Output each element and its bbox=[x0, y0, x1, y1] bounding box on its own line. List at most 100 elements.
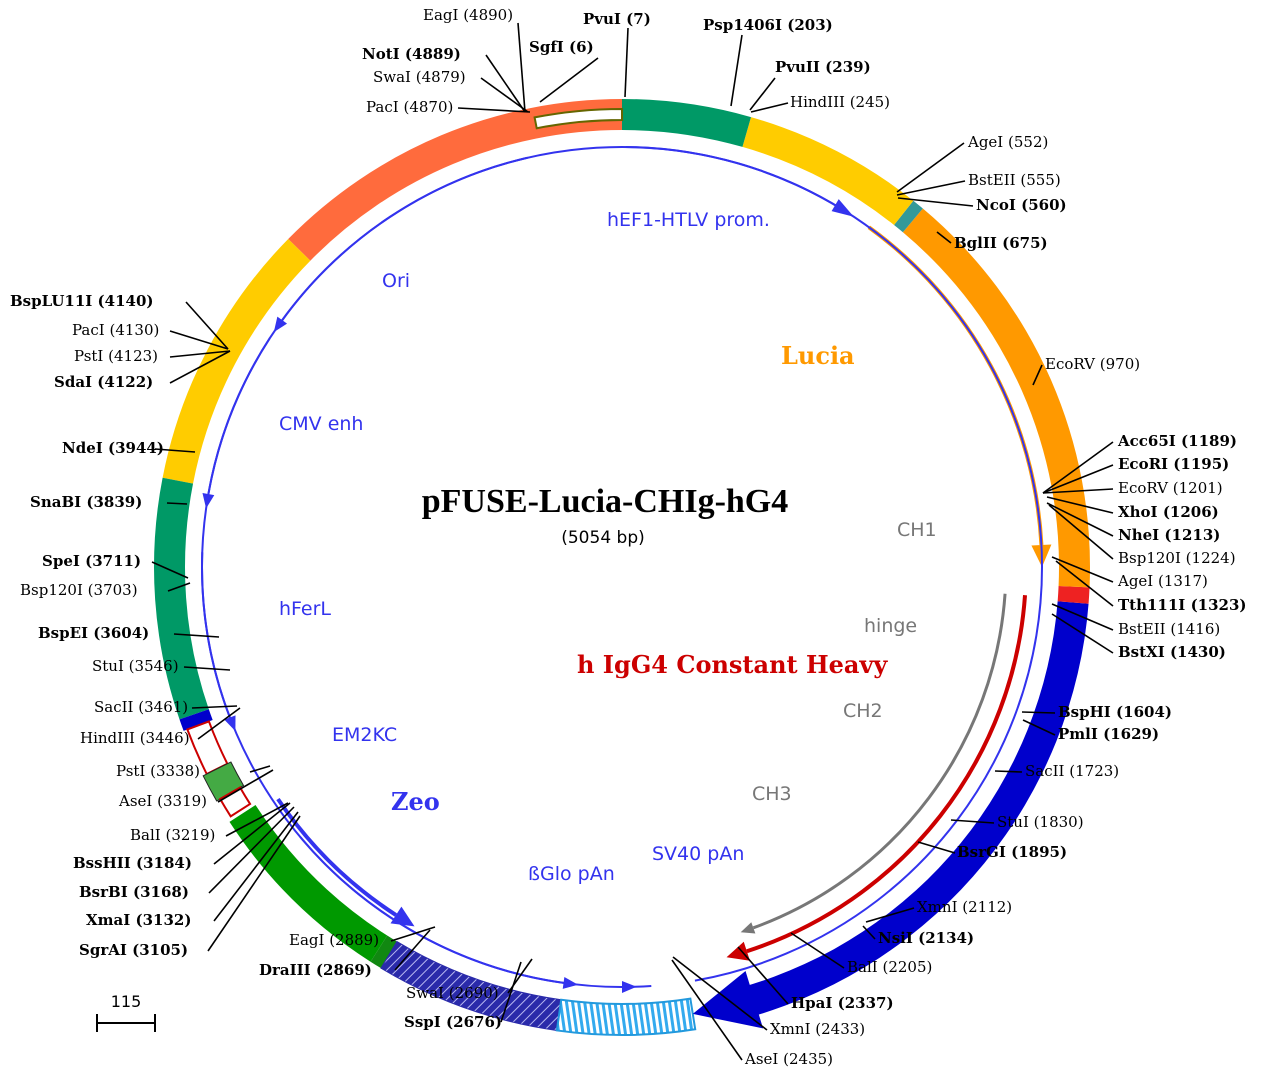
site-leader-line bbox=[1042, 488, 1114, 494]
feature-label-sv40-pan: SV40 pAn bbox=[652, 843, 744, 865]
feature-arcs bbox=[153, 99, 1090, 1036]
site-leader-line bbox=[208, 806, 295, 894]
linker-band bbox=[533, 107, 623, 130]
feature-label-zeo: Zeo bbox=[391, 787, 440, 816]
site-leader-line bbox=[1051, 556, 1114, 583]
site-leader-line bbox=[896, 180, 966, 196]
site-label: HindIII (3446) bbox=[80, 729, 190, 747]
site-leader-line bbox=[185, 301, 229, 350]
feature-label-ch3: CH3 bbox=[752, 783, 792, 805]
site-label: BspEI (3604) bbox=[38, 624, 149, 642]
site-label: NsiI (2134) bbox=[878, 929, 974, 947]
site-leader-line bbox=[994, 770, 1023, 773]
feature-label-hferl: hFerL bbox=[279, 598, 331, 620]
site-leader-line bbox=[457, 107, 531, 113]
feature-label-lucia: Lucia bbox=[781, 341, 855, 370]
htlv-band bbox=[742, 117, 914, 226]
feature-labels: hEF1-HTLV prom. Lucia CH1 hinge h IgG4 C… bbox=[279, 209, 937, 885]
site-leader-line bbox=[1048, 504, 1114, 560]
scale-bar: 115 bbox=[96, 992, 156, 1032]
zeo-promoter-band bbox=[218, 786, 252, 818]
site-label: EcoRI (1195) bbox=[1118, 455, 1229, 473]
site-leader-line bbox=[1051, 603, 1114, 631]
feature-label-ch2: CH2 bbox=[843, 700, 883, 722]
site-leader-line bbox=[169, 350, 231, 358]
site-label: NcoI (560) bbox=[976, 196, 1067, 214]
feature-label-hinge: hinge bbox=[864, 615, 917, 637]
site-leader-line bbox=[249, 765, 271, 773]
site-leader-line bbox=[624, 27, 629, 98]
site-leader-lines bbox=[151, 22, 1114, 1061]
site-leader-line bbox=[169, 330, 229, 350]
site-label: BspLU11I (4140) bbox=[10, 292, 154, 310]
hferl-arrowhead bbox=[224, 715, 236, 732]
site-leader-line bbox=[1051, 613, 1114, 654]
site-leader-line bbox=[213, 802, 291, 865]
site-label: HindIII (245) bbox=[790, 93, 890, 111]
igg4-heavy-band bbox=[742, 601, 1089, 1017]
site-leader-line bbox=[950, 819, 995, 824]
site-leader-line bbox=[750, 102, 789, 113]
zeo-arrowhead bbox=[390, 906, 415, 927]
ori-arrowhead bbox=[273, 316, 288, 333]
site-leader-line bbox=[1032, 364, 1043, 386]
site-label: NdeI (3944) bbox=[62, 439, 164, 457]
site-label: AseI (3319) bbox=[118, 792, 207, 810]
site-leader-line bbox=[917, 841, 956, 854]
site-leader-line bbox=[1055, 560, 1114, 607]
site-leader-line bbox=[213, 811, 299, 922]
feature-label-em2kc: EM2KC bbox=[332, 724, 397, 746]
site-leader-line bbox=[737, 946, 789, 1005]
site-label: NheI (1213) bbox=[1118, 526, 1220, 544]
site-label: BspHI (1604) bbox=[1058, 703, 1172, 721]
site-label: BssHII (3184) bbox=[73, 854, 192, 872]
site-leader-line bbox=[865, 907, 915, 923]
site-label: SwaI (4879) bbox=[373, 68, 466, 86]
site-label: BstEII (1416) bbox=[1118, 620, 1220, 638]
site-label: AseI (2435) bbox=[744, 1050, 833, 1068]
site-leader-line bbox=[790, 932, 845, 969]
site-leader-line bbox=[749, 77, 776, 111]
site-leader-line bbox=[390, 926, 436, 942]
feature-label-ori: Ori bbox=[382, 270, 410, 292]
site-label: XmnI (2433) bbox=[770, 1020, 865, 1038]
site-leader-line bbox=[1046, 502, 1114, 537]
site-leader-line bbox=[896, 142, 965, 193]
site-leader-line bbox=[897, 197, 974, 207]
site-leader-line bbox=[672, 956, 768, 1031]
igg4-heavy-inner-arrowhead bbox=[726, 941, 750, 961]
site-label: SacII (3461) bbox=[94, 698, 188, 716]
site-label: DraIII (2869) bbox=[259, 961, 372, 979]
zeo-end-band bbox=[370, 935, 397, 969]
site-label: PacI (4870) bbox=[366, 98, 453, 116]
hef1-band bbox=[622, 99, 751, 147]
site-label: SnaBI (3839) bbox=[30, 493, 142, 511]
site-leader-line bbox=[480, 77, 529, 113]
ch3-arrowhead bbox=[740, 922, 756, 934]
site-label: EcoRV (970) bbox=[1045, 355, 1140, 373]
site-label: NotI (4889) bbox=[362, 45, 461, 63]
em2kc-band bbox=[186, 720, 229, 776]
restriction-site-labels: EagI (4890) NotI (4889) SwaI (4879) PacI… bbox=[10, 6, 1247, 1068]
site-label: Bsp120I (3703) bbox=[20, 581, 138, 599]
sv40-pan-arrowhead bbox=[622, 981, 637, 993]
site-label: Acc65I (1189) bbox=[1117, 432, 1237, 450]
site-label: SgfI (6) bbox=[529, 38, 594, 56]
site-leader-line bbox=[225, 802, 289, 837]
site-leader-line bbox=[1021, 711, 1056, 714]
site-label: EcoRV (1201) bbox=[1118, 479, 1223, 497]
site-label: EagI (4890) bbox=[423, 6, 513, 24]
zeo-band bbox=[229, 805, 388, 962]
site-label: SacII (1723) bbox=[1025, 762, 1119, 780]
ch-domain-arrow bbox=[752, 593, 1007, 930]
site-label: AgeI (552) bbox=[967, 133, 1048, 151]
plasmid-size: (5054 bp) bbox=[561, 528, 645, 548]
feature-label-igg4-constant-heavy: h IgG4 Constant Heavy bbox=[577, 650, 888, 679]
mcs-band bbox=[1057, 586, 1090, 604]
site-label: StuI (1830) bbox=[997, 813, 1084, 831]
site-label: BsrGI (1895) bbox=[957, 843, 1067, 861]
lucia-band bbox=[902, 208, 1090, 588]
site-leader-line bbox=[862, 925, 876, 940]
site-leader-line bbox=[1046, 496, 1114, 514]
site-label: PvuII (239) bbox=[775, 58, 871, 76]
